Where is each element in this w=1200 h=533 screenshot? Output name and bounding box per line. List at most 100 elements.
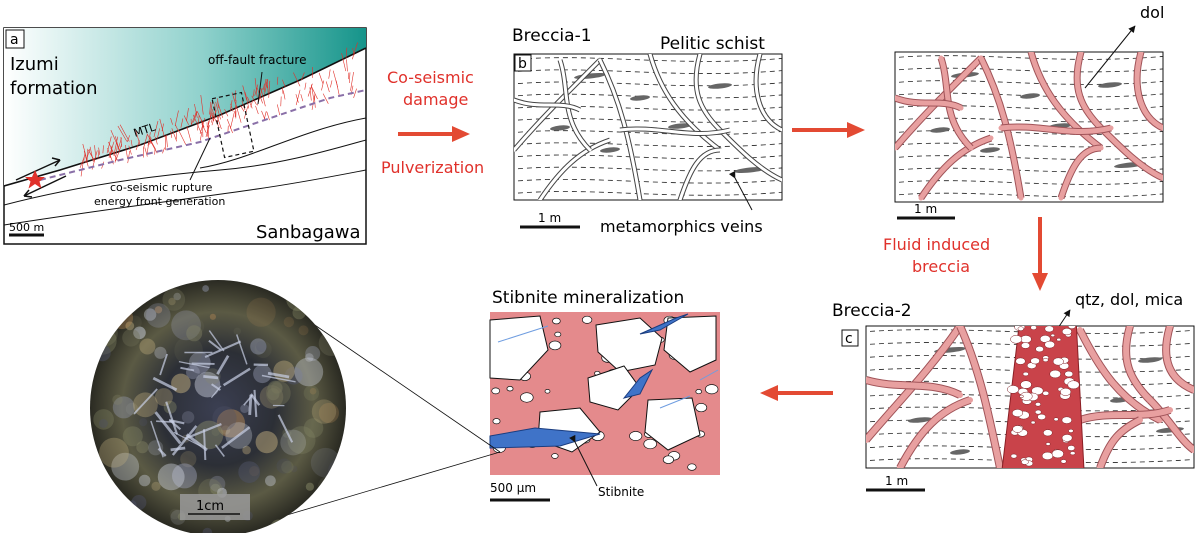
stibnite-crystal: [208, 339, 222, 351]
photo-speckle: [246, 297, 276, 327]
breccia-clast: [1043, 429, 1053, 437]
breccia-clast: [1044, 340, 1055, 349]
panel-b: Breccia-1 Pelitic schist b metamorphics …: [512, 26, 783, 236]
breccia-clast: [1037, 413, 1046, 420]
lens-shape: [708, 83, 732, 89]
stibnite-needle-1: [489, 427, 601, 449]
arrow-4: [760, 385, 833, 401]
metamorphic-lenses-b: [550, 73, 766, 173]
fracture-line: [318, 72, 324, 84]
fracture-line: [332, 70, 338, 88]
foliation-line: [514, 81, 782, 87]
photo-speckle: [280, 429, 307, 456]
fracture-line: [126, 135, 130, 143]
zoom-line-upper: [289, 307, 501, 453]
lens-shape: [980, 147, 1000, 153]
vein-path: [866, 377, 963, 398]
dol-leader: [1084, 25, 1136, 89]
photo-speckle: [151, 481, 161, 491]
photo-speckle: [157, 463, 185, 491]
mtl-line: [4, 47, 366, 187]
fracture-line: [201, 123, 207, 134]
photo-speckle: [91, 320, 118, 347]
photo-speckle: [305, 353, 314, 362]
small-clast: [705, 384, 719, 395]
fracture-line: [82, 143, 88, 160]
stibnite-crystal: [214, 444, 225, 457]
photo-speckle: [309, 387, 317, 395]
lens-shape: [908, 417, 932, 423]
fracture-line: [191, 110, 197, 125]
fracture-line: [266, 111, 270, 121]
breccia-clast: [1067, 326, 1076, 329]
dol-label: dol: [1140, 3, 1164, 22]
panel-b2: dol 1 m: [894, 3, 1164, 220]
off-fault-label: off-fault fracture: [208, 53, 306, 67]
fracture-line: [144, 147, 148, 157]
stibnite-crystal: [159, 353, 168, 376]
photo-speckle: [211, 427, 220, 437]
stibnite-thin-2: [659, 395, 691, 409]
photo-speckle: [294, 357, 324, 387]
fracture-line: [146, 133, 156, 150]
stibnite-leader: [569, 434, 598, 487]
photo-speckle: [99, 437, 129, 468]
arrow-4-head-icon: [760, 385, 778, 401]
fracture-line: [119, 124, 130, 142]
fracture-line: [230, 100, 233, 111]
panel-a-letter-box: [5, 29, 25, 49]
stibnite-crystal: [249, 393, 261, 406]
fracture-line: [157, 128, 160, 139]
fracture-line: [293, 72, 301, 87]
arrow-2-head-icon: [847, 122, 865, 138]
process2-line1: Fluid induced: [883, 235, 990, 254]
breccia-clast: [1060, 459, 1067, 464]
vein-path: [754, 54, 782, 132]
vein-path: [1058, 145, 1104, 201]
breccia-clast: [1061, 434, 1073, 442]
arrow-2: [792, 122, 865, 138]
photo-speckle: [154, 388, 173, 407]
photo-speckle: [102, 286, 130, 314]
vein-path: [957, 326, 1003, 468]
photo-speckle: [265, 475, 276, 487]
stibnite-crystal: [208, 330, 225, 352]
vein-path: [694, 54, 722, 132]
photo-speckle: [287, 426, 316, 455]
panel-b-title: Breccia-1: [512, 26, 592, 46]
stibnite-crystal: [235, 334, 248, 365]
stibnite-crystal: [277, 414, 294, 443]
vein-path: [895, 55, 984, 151]
fracture-line: [159, 118, 165, 138]
lens-shape: [550, 125, 570, 131]
photo-speckle: [98, 419, 108, 428]
fracture-line: [352, 42, 358, 60]
fracture-line: [242, 85, 248, 101]
vein-path: [1097, 417, 1143, 468]
fracture-line: [207, 109, 214, 128]
fracture-line: [114, 144, 118, 163]
fracture-line: [205, 125, 210, 137]
fracture-line: [113, 136, 118, 156]
rupture-label-1: co-seismic rupture: [110, 181, 213, 194]
vein-path: [1123, 326, 1153, 403]
stibnite-crystal: [253, 389, 258, 418]
photo-speckle: [202, 285, 210, 292]
stibnite-needle-2: [622, 368, 654, 399]
foliation-line: [895, 92, 1163, 98]
photo-speckle: [180, 451, 197, 468]
photo-speckle: [133, 326, 146, 340]
foliation-line: [895, 55, 1163, 60]
photo-speckle: [186, 365, 200, 380]
stibnite-crystal: [248, 394, 253, 415]
fracture-line: [175, 124, 179, 132]
fracture-line: [353, 88, 357, 98]
stibnite-crystal: [152, 376, 178, 392]
sanbagawa-label: Sanbagawa: [256, 222, 361, 243]
foliation-line: [895, 80, 1163, 85]
breccia-clast: [1060, 387, 1072, 396]
breccia-clast: [1050, 333, 1056, 338]
fracture-line: [170, 130, 173, 138]
lens-shape: [734, 167, 766, 173]
fracture-line: [199, 132, 203, 141]
